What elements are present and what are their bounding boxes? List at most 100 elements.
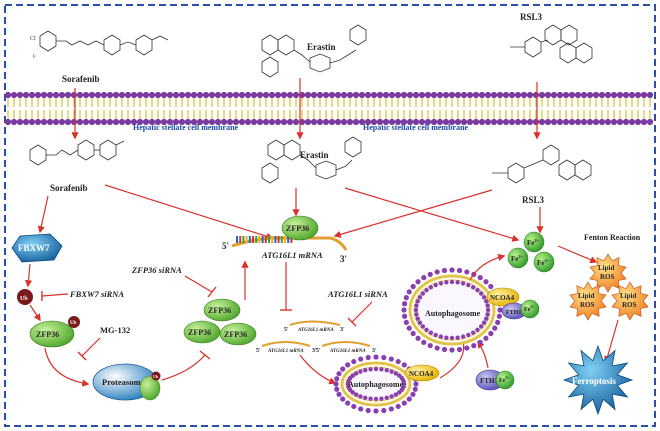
ub-badge-proteasome (151, 371, 161, 381)
erastin-structure-top (261, 24, 367, 78)
fe-label-2: Fe2+ (511, 254, 524, 263)
ferroptosis-label: Ferroptosis (572, 376, 616, 386)
inhibit-bar-cluster (199, 350, 211, 360)
erastin-label-top: Erastin (307, 42, 336, 52)
small-mrna-left-5: 5' (256, 348, 261, 354)
arrow-zfp36-proteasome (44, 347, 90, 387)
membrane-label-left: Hepatic stellate cell membrane (133, 123, 239, 132)
autophagosome-bottom (333, 354, 419, 414)
zfp36-bound (281, 215, 319, 241)
ub-label-zfp36: Ub (70, 321, 77, 326)
sorafenib-structure-top: Cl F (30, 30, 169, 60)
small-mrna-left-3: 3' (312, 348, 317, 354)
zfp36-cluster-right-label: ZFP36 (224, 330, 247, 339)
small-mrna-top-label: ATG16L1 mRNA (297, 328, 334, 333)
arrow-proteasome-cluster (161, 354, 206, 381)
lipid-ros-star-left (569, 281, 607, 321)
fe-label-1: Fe2+ (527, 238, 540, 247)
inhibit-zfp36-sirna (184, 275, 213, 293)
lipid-ros-right-line1: Lipid (620, 292, 636, 300)
fe-label-3: Fe2+ (537, 258, 550, 267)
outer-frame (4, 4, 656, 427)
mg132-label: MG-132 (100, 325, 130, 335)
ncoa4-node-bottom (404, 364, 440, 382)
arrow-mrna-autophagosome (299, 354, 337, 385)
zfp36-cluster-right (219, 322, 257, 346)
autophagosome-top (401, 267, 503, 353)
zfp36-cluster-top (203, 298, 241, 322)
fe-node-fth1-bottom (495, 370, 515, 390)
small-mrna-right: 5' ATG16L1 mRNA 3' (316, 341, 377, 354)
lipid-ros-star-top (589, 253, 627, 293)
rsl3-structure-top (510, 24, 593, 64)
arrow-ros-ferroptosis (604, 319, 619, 364)
sorafenib-label-inner: Sorafenib (50, 183, 88, 193)
fbxw7-label: FBXW7 (18, 243, 50, 253)
svg-text:Cl: Cl (30, 36, 36, 42)
lipid-ros-top-line2: ROS (600, 273, 615, 281)
proteasome-label: Proteasome (102, 377, 145, 387)
arrow-rsl3-zfp36 (333, 189, 493, 238)
small-mrna-top-5: 5' (284, 327, 289, 333)
zfp36-label-left: ZFP36 (36, 330, 59, 339)
ub-label-proteasome: Ub (153, 374, 159, 379)
fbxw7-sirna-label: FBXW7 siRNA (69, 289, 124, 299)
mrna-3prime: 3' (340, 254, 347, 264)
arrow-sorafenib-fbxw7 (37, 195, 49, 234)
svg-text:F: F (33, 55, 36, 60)
fe-node-1 (523, 231, 545, 253)
zfp36-node-left (29, 320, 75, 348)
inhibit-mg132 (81, 337, 101, 357)
lipid-ros-left-line2: ROS (580, 301, 595, 309)
membrane-label-right: Hepatic stellate cell membrane (363, 123, 469, 132)
inhibit-atg16l1-sirna (351, 301, 373, 323)
inhibit-bar-atg16l1 (347, 317, 357, 327)
zfp36-degraded (139, 375, 161, 401)
ub-badge-zfp36 (68, 316, 80, 328)
ncoa4-node-top (486, 287, 520, 307)
erastin-structure-inner (261, 136, 362, 184)
inhibit-bar-zfp36-sirna (207, 286, 217, 298)
rsl3-label-inner: RSL3 (522, 195, 545, 205)
fe-node-2 (507, 247, 529, 269)
sorafenib-structure-inner (29, 139, 125, 166)
fbxw7-node (11, 233, 63, 263)
lipid-ros-top-line1: Lipid (598, 264, 614, 272)
ncoa4-label-top: NCOA4 (490, 294, 515, 302)
atg16l1-mrna-label: ATG16L1 mRNA (261, 250, 323, 260)
fe-label-fth1-top: Fe2+ (524, 304, 535, 313)
ub-label-left: Ub (20, 296, 28, 302)
autophagosome-bottom-label: Autophagosome (348, 380, 404, 389)
small-mrna-left-label: ATG16L1 mRNA (267, 349, 304, 354)
small-mrna-right-label: ATG16L1 mRNA (329, 349, 366, 354)
inhibit-bar-mg132 (77, 351, 87, 361)
mrna-5prime: 5' (222, 241, 229, 251)
ferroptosis-node (562, 344, 634, 416)
small-mrna-right-3: 3' (372, 348, 377, 354)
arrow-fenton (557, 245, 598, 264)
zfp36-cluster-top-label: ZFP36 (208, 306, 231, 315)
autophagosome-top-label: Autophagosome (425, 309, 481, 318)
arrow-ub-zfp36 (29, 304, 41, 322)
fe-node-fth1-top (520, 299, 540, 319)
ub-badge-left (17, 289, 33, 305)
lipid-ros-right-line2: ROS (622, 301, 637, 309)
zfp36-cluster-left-label: ZFP36 (188, 328, 211, 337)
lipid-ros-left-line1: Lipid (578, 292, 594, 300)
arrow-fth1-autophagosome (477, 340, 489, 369)
inhibit-fbxw7-sirna (41, 293, 69, 297)
atg16l1-sirna-label: ATG16L1 siRNA (327, 289, 388, 299)
rsl3-label-top: RSL3 (520, 12, 543, 22)
mrna-bars (236, 236, 293, 243)
arrow-sorafenib-atg (104, 184, 274, 240)
small-mrna-top: 5' ATG16L1 mRNA 3' (284, 320, 345, 333)
rsl3-structure-inner (492, 144, 592, 184)
arrow-fbxw7-ub (24, 263, 33, 288)
ncoa4-label-bottom: NCOA4 (409, 370, 434, 378)
cell-membrane (4, 91, 654, 126)
arrow-erastin-fe (344, 187, 520, 242)
small-mrna-left: 5' ATG16L1 mRNA 3' (256, 341, 317, 354)
arrow-autophagosome-fe (469, 253, 506, 281)
fe-label-fth1-bottom: Fe2+ (499, 375, 510, 384)
fe-node-3 (533, 251, 555, 273)
